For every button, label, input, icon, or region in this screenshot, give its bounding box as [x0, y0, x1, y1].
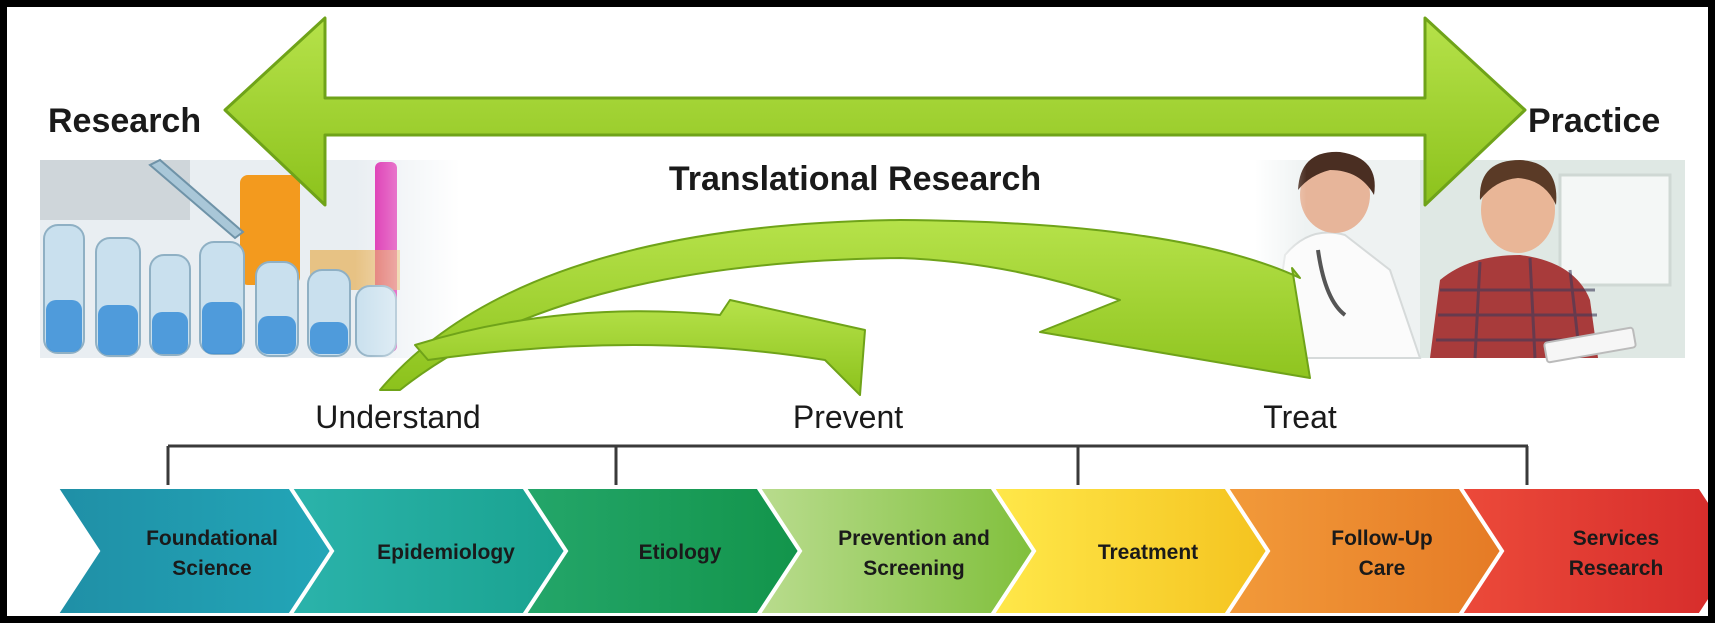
stage-label: Epidemiology [377, 541, 515, 564]
practice-label: Practice [1528, 102, 1660, 140]
stage-label: Treatment [1098, 541, 1198, 564]
translational-research-diagram: Research Practice Translational Research… [40, 16, 1708, 616]
stage-label-line2: Science [172, 557, 251, 580]
goal-treat: Treat [1263, 399, 1337, 435]
research-practice-double-arrow [223, 16, 1527, 207]
stage-label: Foundational [146, 527, 278, 550]
goal-prevent: Prevent [793, 399, 903, 435]
understand-to-prevent-arrow [414, 299, 866, 396]
lab-test-tubes-photo [40, 158, 460, 358]
stage-label: Etiology [639, 541, 722, 564]
stage-chevron [1456, 485, 1708, 616]
stage-label: Prevention and [838, 527, 990, 550]
understand-to-treat-arrow [379, 219, 1311, 391]
stage-label-line2: Research [1569, 557, 1664, 580]
stage-chevron [1222, 485, 1511, 616]
stage-bracket [166, 444, 1529, 486]
translational-research-label: Translational Research [669, 160, 1041, 198]
research-label: Research [48, 102, 201, 140]
stage-label-line2: Screening [863, 557, 965, 580]
stage-chevron [754, 485, 1043, 616]
stage-chevron [52, 485, 341, 616]
stage-label-line2: Care [1359, 557, 1406, 580]
doctor-patient-photo [1255, 151, 1685, 364]
stage-label: Services [1573, 527, 1659, 550]
stage-label: Follow-Up [1331, 527, 1432, 550]
goal-understand: Understand [315, 399, 480, 435]
